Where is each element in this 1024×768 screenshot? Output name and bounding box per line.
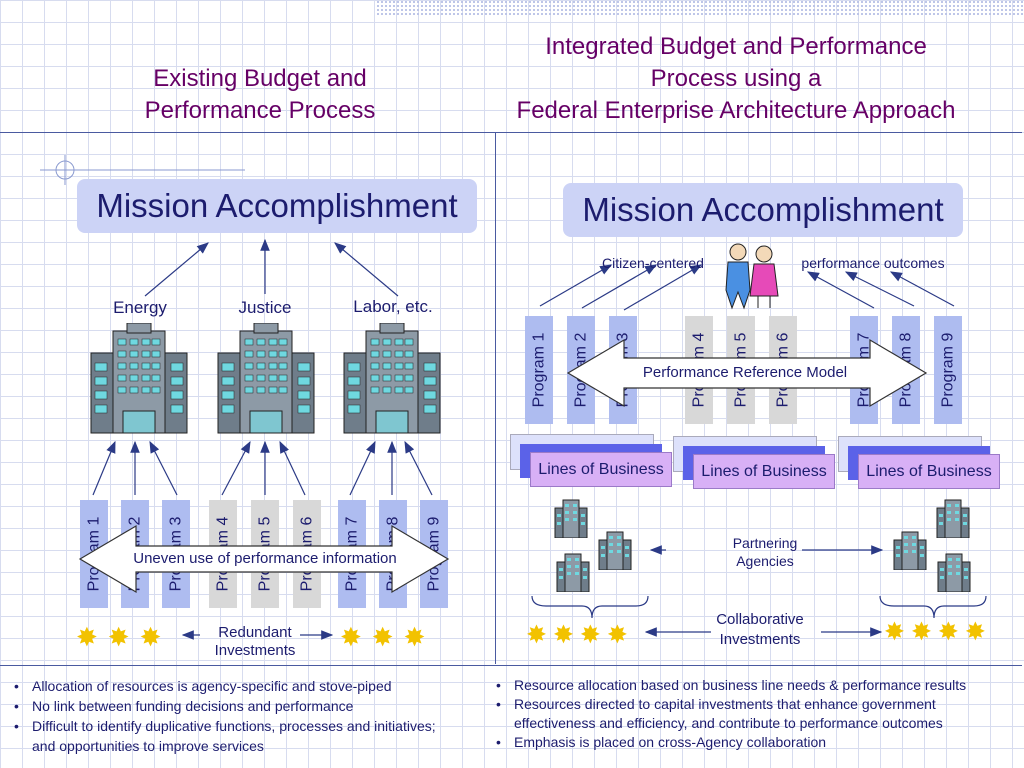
investment-stars-left-2: ✸✸✸ <box>340 622 436 652</box>
right-title: Integrated Budget and Performance Proces… <box>516 33 956 124</box>
left-title: Existing Budget and Performance Process <box>144 65 376 124</box>
collaborative-investments-label: Collaborative Investments <box>716 611 804 648</box>
small-building-icon <box>936 499 970 538</box>
right-bullet-item: Resources directed to capital investment… <box>490 695 1020 733</box>
agency-label-labor: Labor, etc. <box>353 297 433 316</box>
panel-divider <box>495 132 496 664</box>
lob-box-2: Lines of Business <box>693 454 835 489</box>
investment-stars-right: ✸✸✸✸ <box>526 621 634 649</box>
right-mission-box: Mission Accomplishment <box>563 183 963 237</box>
right-bullet-item: Emphasis is placed on cross-Agency colla… <box>490 733 1020 752</box>
right-diagram-arrows <box>531 264 987 637</box>
header-pattern <box>376 0 1024 16</box>
redundant-investments-label: Redundant Investments <box>214 624 296 659</box>
investment-stars-right-2: ✸✸✸✸ <box>884 618 992 646</box>
prm-label: Performance Reference Model <box>642 364 848 381</box>
main-panel-frame <box>0 132 1022 666</box>
right-bullet-item: Resource allocation based on business li… <box>490 676 1020 695</box>
small-building-icon <box>598 531 632 570</box>
left-bullet-item: No link between funding decisions and pe… <box>8 696 448 716</box>
citizen-centered-label: Citizen-centered <box>602 255 704 271</box>
lob-box-1: Lines of Business <box>530 452 672 487</box>
building-icon <box>217 323 315 434</box>
left-bullet-item: Difficult to identify duplicative functi… <box>8 716 448 756</box>
uneven-use-label: Uneven use of performance information <box>133 550 397 567</box>
agency-label-energy: Energy <box>113 298 167 317</box>
performance-outcomes-label: performance outcomes <box>801 255 945 271</box>
partnering-agencies-label: Partnering Agencies <box>732 535 798 569</box>
small-building-icon <box>937 553 971 592</box>
crosshair-decoration <box>40 155 245 185</box>
building-icon <box>343 323 441 434</box>
right-program-9: Program 9 <box>934 316 962 424</box>
left-bullet-list: Allocation of resources is agency-specif… <box>8 676 448 756</box>
left-diagram-arrows <box>92 238 433 640</box>
building-icon <box>90 323 188 434</box>
left-mission-box: Mission Accomplishment <box>77 179 477 233</box>
uneven-use-arrow <box>78 524 450 594</box>
small-building-icon <box>893 531 927 570</box>
left-bullet-item: Allocation of resources is agency-specif… <box>8 676 448 696</box>
lob-box-3: Lines of Business <box>858 454 1000 489</box>
small-building-icon <box>554 499 588 538</box>
right-bullet-list: Resource allocation based on business li… <box>490 676 1020 752</box>
citizens-icon <box>725 243 779 310</box>
small-building-icon <box>556 553 590 592</box>
right-program-1: Program 1 <box>525 316 553 424</box>
prm-arrow <box>566 338 928 408</box>
agency-label-justice: Justice <box>238 298 292 317</box>
investment-stars-left: ✸✸✸ <box>76 622 172 652</box>
